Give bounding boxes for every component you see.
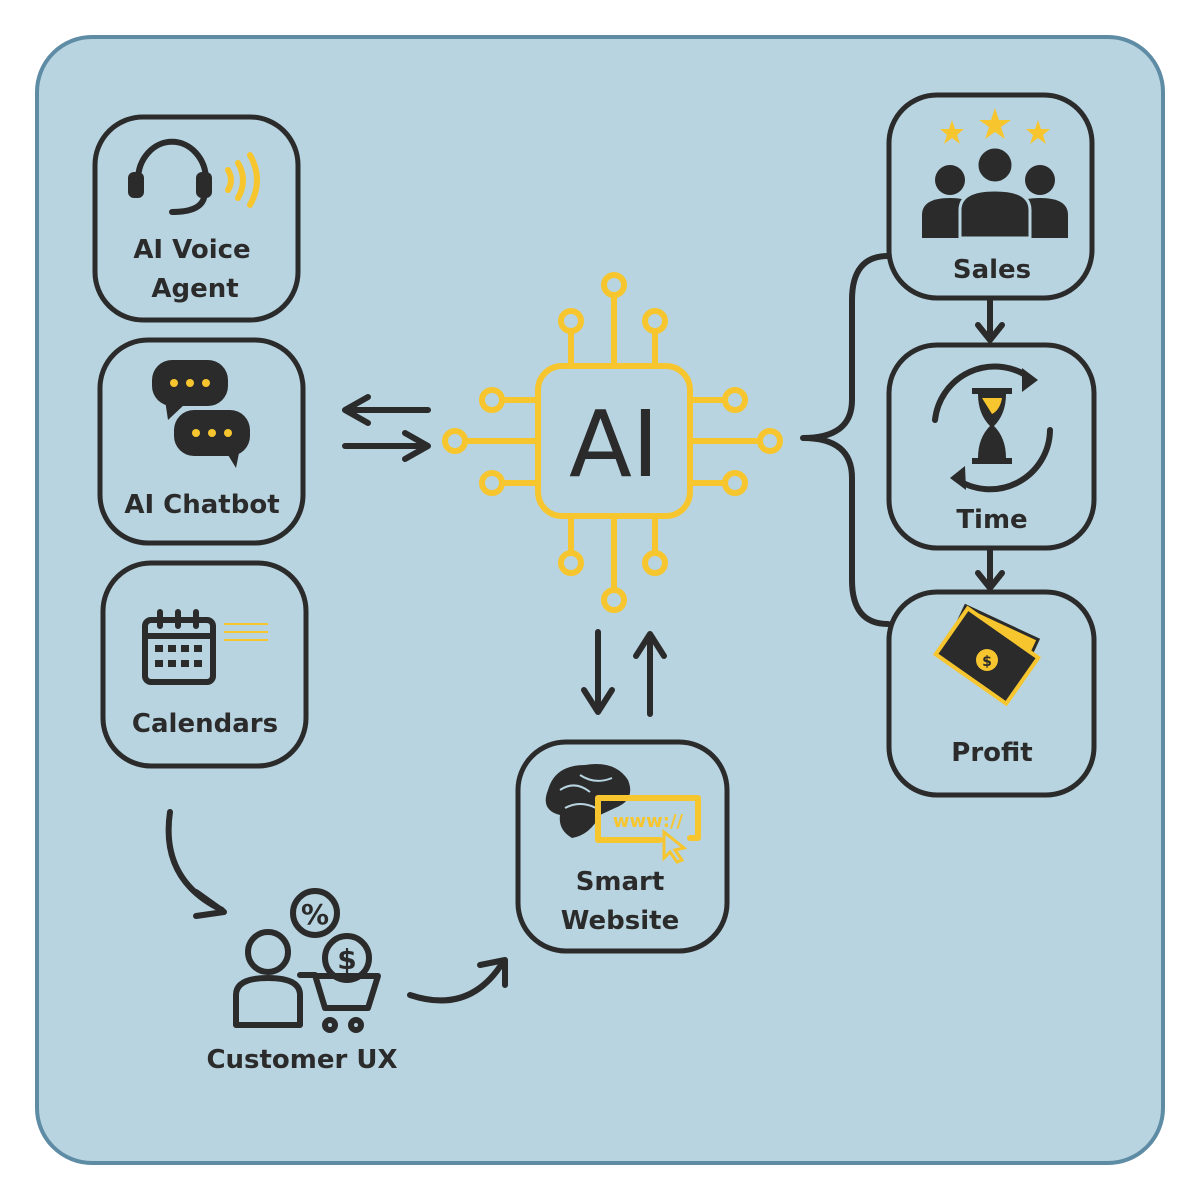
node-smart-website: www:// Smart Website (515, 739, 730, 954)
label-line: AI Chatbot (124, 490, 279, 520)
ai-chip-icon: AI (442, 272, 783, 613)
down-arrow (975, 547, 1005, 591)
down-arrow (975, 297, 1005, 343)
ai-title: AI (569, 391, 659, 498)
url-text: www:// (613, 811, 684, 832)
bidirectional-arrows-left (342, 394, 431, 462)
node-calendars: Calendars (100, 560, 309, 769)
label: Time (956, 505, 1027, 535)
label: Customer UX (206, 1045, 397, 1075)
calendar-icon (142, 609, 268, 685)
node-profit: $ Profit (886, 589, 1097, 798)
bidirectional-arrows-vertical (581, 629, 667, 717)
panel-background (35, 35, 1165, 1165)
label-line: Agent (151, 274, 238, 304)
node-ai-voice-agent: AI Voice Agent (92, 114, 301, 323)
arrowhead (477, 957, 508, 988)
label-line: Smart (576, 867, 665, 897)
label: Sales (953, 255, 1031, 285)
team-stars-icon (922, 108, 1068, 240)
label: Profit (951, 738, 1032, 768)
svg-text:%: % (301, 898, 329, 931)
label-line: Calendars (132, 709, 278, 739)
chat-bubbles-icon (152, 360, 250, 468)
money-icon: $ (932, 603, 1042, 707)
svg-text:$: $ (337, 943, 356, 976)
label-line: AI Voice (133, 235, 250, 265)
headset-icon (128, 138, 260, 215)
node-sales: Sales (886, 92, 1095, 301)
curved-arrow (407, 959, 506, 1004)
brain-web-icon: www:// (545, 764, 701, 864)
customer-shopping-icon: % $ (233, 888, 381, 1033)
brace-connector (800, 253, 891, 627)
node-customer-ux: % $ Customer UX (206, 888, 398, 1075)
node-ai-chatbot: AI Chatbot (97, 337, 306, 546)
svg-text:$: $ (982, 654, 992, 670)
hourglass-icon (932, 363, 1053, 493)
arrowhead (193, 889, 227, 919)
label-line: Website (561, 906, 679, 936)
